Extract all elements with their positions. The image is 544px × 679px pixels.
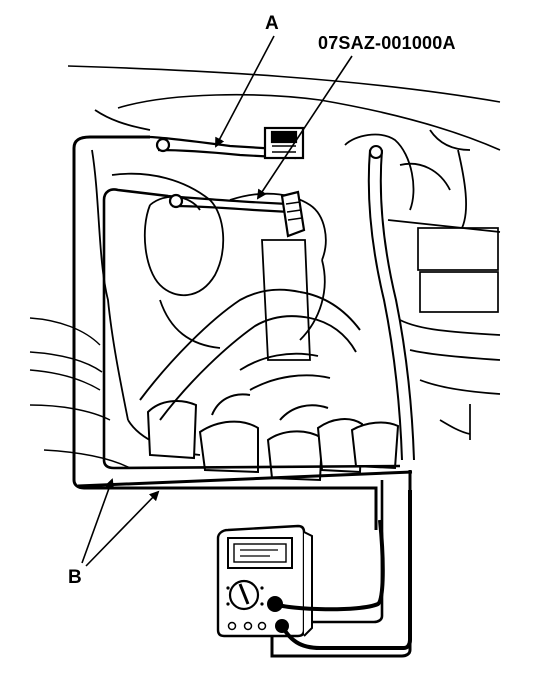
hose: [139, 288, 361, 421]
callout-label-b: B: [68, 567, 82, 588]
connector-a-jumper: [149, 126, 305, 160]
probe-cable-right: [367, 145, 415, 461]
hood-outline: [67, 65, 501, 151]
meter-leads: [274, 490, 412, 650]
multimeter: [216, 524, 313, 638]
test-harness-inner: [102, 188, 401, 624]
test-harness-b-outer: [72, 135, 413, 658]
left-harness-lines: [29, 317, 131, 469]
leader-lines: [81, 35, 353, 567]
callout-label-a: A: [265, 13, 279, 34]
tool-jumper: [167, 190, 306, 238]
right-side-components: [387, 219, 501, 440]
engine-block: [91, 109, 471, 456]
callout-part-number: 07SAZ-001000A: [318, 33, 456, 53]
